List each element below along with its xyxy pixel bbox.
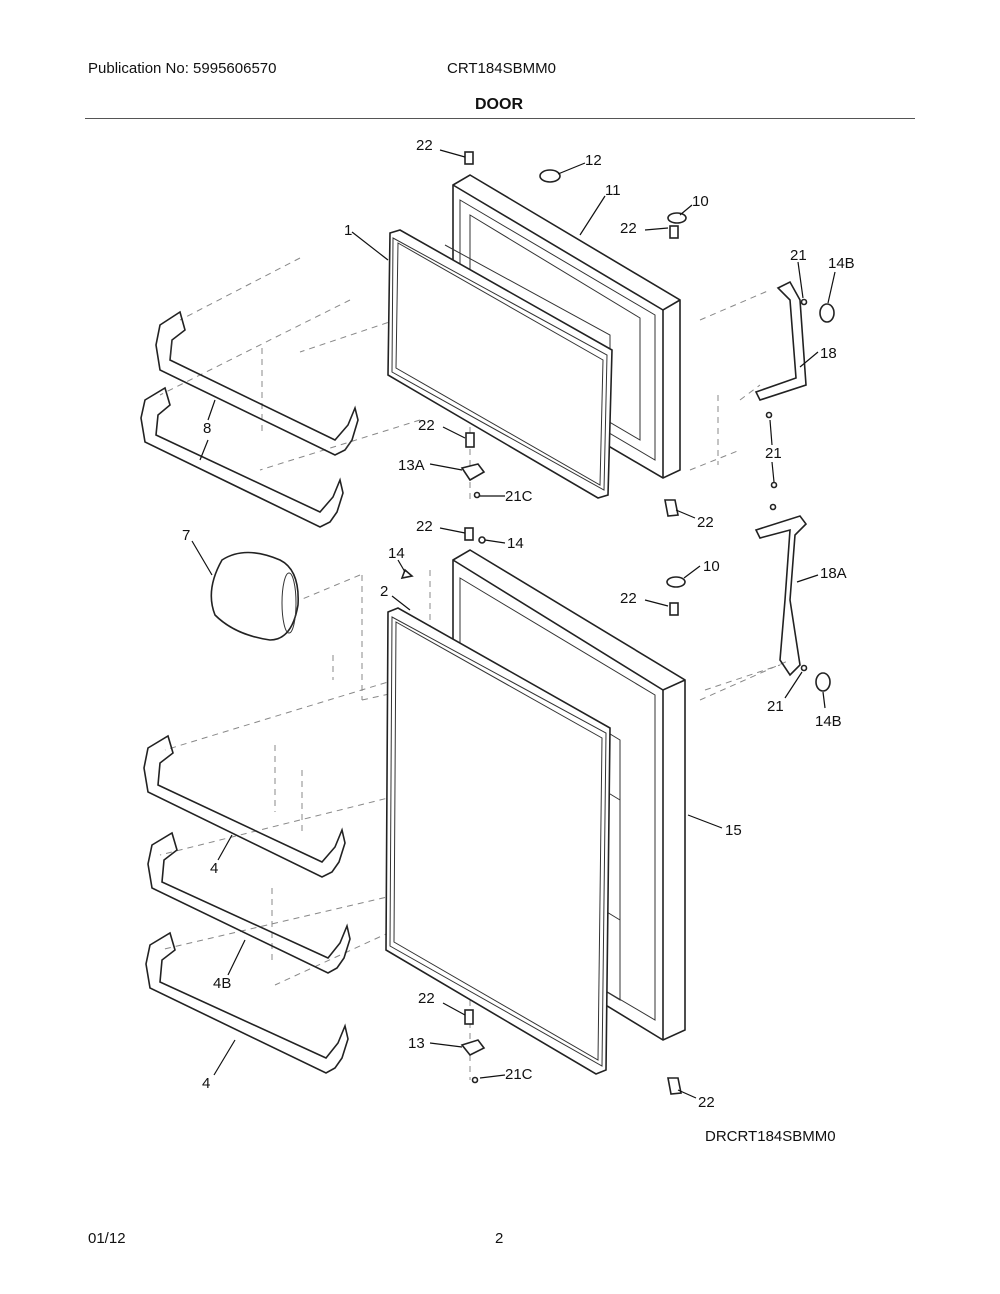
- freezer-door-gasket: [387, 229, 613, 499]
- callout-22: 22: [698, 1094, 715, 1111]
- hardware: [400, 151, 835, 1095]
- shelf-bin-8-lower: [140, 386, 344, 528]
- hinge-18: [754, 280, 807, 401]
- shelf-bin-4-lower: [145, 931, 349, 1074]
- callout-7: 7: [182, 527, 190, 544]
- callout-14B: 14B: [828, 255, 855, 272]
- section-title: DOOR: [475, 96, 523, 113]
- publication-number: Publication No: 5995606570: [88, 60, 277, 77]
- callout-15: 15: [725, 822, 742, 839]
- callout-22: 22: [418, 417, 435, 434]
- callout-21C: 21C: [505, 1066, 533, 1083]
- dairy-door-7: [210, 551, 299, 641]
- callout-10: 10: [692, 193, 709, 210]
- callout-18A: 18A: [820, 565, 847, 582]
- header-rule: [85, 118, 915, 119]
- callout-21: 21: [790, 247, 807, 264]
- callout-21: 21: [767, 698, 784, 715]
- callout-10: 10: [703, 558, 720, 575]
- callout-14: 14: [388, 545, 405, 562]
- callout-14: 14: [507, 535, 524, 552]
- callout-labels: 22 12 11 10 22 1 21 14B 18 8 22 21 13A 2…: [182, 137, 855, 1111]
- footer-date: 01/12: [88, 1230, 126, 1247]
- callout-4: 4: [202, 1075, 210, 1092]
- fresh-food-door-gasket: [385, 607, 611, 1075]
- callout-13A: 13A: [398, 457, 425, 474]
- callout-13: 13: [408, 1035, 425, 1052]
- shelf-bin-8-upper: [155, 310, 359, 456]
- diagram-code: DRCRT184SBMM0: [705, 1128, 836, 1145]
- page-number: 2: [495, 1230, 504, 1247]
- shelf-bin-4B: [147, 831, 351, 974]
- callout-22: 22: [620, 590, 637, 607]
- callout-4: 4: [210, 860, 218, 877]
- callout-8: 8: [203, 420, 211, 437]
- callout-4B: 4B: [213, 975, 231, 992]
- callout-leaders: [191, 149, 836, 1099]
- shelf-bin-4-upper: [143, 734, 346, 878]
- callout-2: 2: [380, 583, 388, 600]
- model-number: CRT184SBMM0: [447, 60, 556, 77]
- callout-22: 22: [620, 220, 637, 237]
- callout-22: 22: [416, 137, 433, 154]
- callout-14B: 14B: [815, 713, 842, 730]
- callout-21C: 21C: [505, 488, 533, 505]
- callout-22: 22: [418, 990, 435, 1007]
- callout-21: 21: [765, 445, 782, 462]
- callout-18: 18: [820, 345, 837, 362]
- callout-12: 12: [585, 152, 602, 169]
- hinge-18A: [754, 515, 808, 677]
- callout-11: 11: [605, 182, 621, 199]
- callout-22: 22: [697, 514, 714, 531]
- callout-22: 22: [416, 518, 433, 535]
- callout-1: 1: [344, 222, 352, 239]
